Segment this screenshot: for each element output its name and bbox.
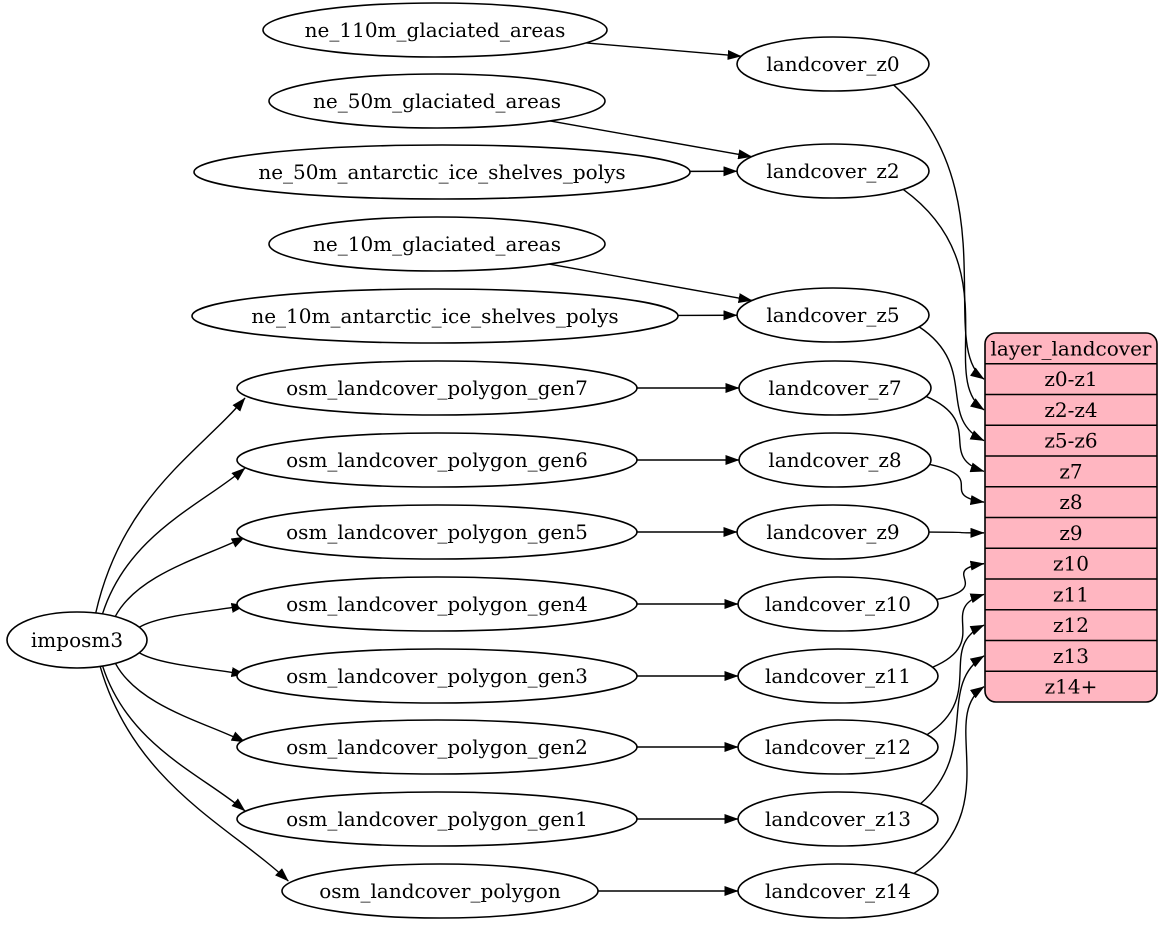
- edge-imposm3-to-osm_landcover_polygon_gen2: [115, 663, 245, 742]
- table-row-label: z5-z6: [1044, 429, 1097, 453]
- node-label: osm_landcover_polygon_gen2: [286, 735, 588, 759]
- node-osm_landcover_polygon_gen1: osm_landcover_polygon_gen1: [237, 792, 637, 846]
- node-label: osm_landcover_polygon_gen5: [286, 520, 588, 544]
- node-landcover_z5: landcover_z5: [737, 288, 929, 342]
- edge-imposm3-to-osm_landcover_polygon_gen7: [96, 398, 245, 613]
- edge-imposm3-to-osm_landcover_polygon_gen6: [102, 468, 245, 614]
- node-label: imposm3: [31, 628, 123, 652]
- node-label: landcover_z10: [765, 592, 911, 616]
- node-label: landcover_z11: [765, 664, 911, 688]
- node-label: landcover_z5: [766, 303, 899, 327]
- node-label: landcover_z12: [765, 735, 911, 759]
- node-ne_50m_antarctic_ice_shelves_polys: ne_50m_antarctic_ice_shelves_polys: [194, 145, 690, 199]
- table-layer_landcover: layer_landcover z0-z1 z2-z4 z5-z6 z7 z8 z9 z10 z…: [985, 333, 1157, 702]
- edge-landcover_z10-to-row-z10: [937, 564, 984, 600]
- table-row-label: z10: [1053, 552, 1089, 576]
- node-label: osm_landcover_polygon: [319, 879, 561, 903]
- edge-imposm3-to-osm_landcover_polygon_gen3: [139, 653, 245, 675]
- node-label: landcover_z8: [768, 448, 901, 472]
- edge-imposm3-to-osm_landcover_polygon: [100, 666, 288, 881]
- edge-landcover_z11-to-row-z11: [933, 594, 984, 667]
- node-imposm3: imposm3: [7, 612, 147, 668]
- node-landcover_z2: landcover_z2: [737, 144, 929, 198]
- node-landcover_z12: landcover_z12: [738, 720, 938, 774]
- node-osm_landcover_polygon_gen4: osm_landcover_polygon_gen4: [237, 577, 637, 631]
- edge-imposm3-to-osm_landcover_polygon_gen5: [115, 537, 245, 617]
- node-label: ne_10m_antarctic_ice_shelves_polys: [251, 304, 618, 328]
- node-ne_10m_glaciated_areas: ne_10m_glaciated_areas: [269, 217, 605, 271]
- node-osm_landcover_polygon_gen6: osm_landcover_polygon_gen6: [237, 433, 637, 487]
- table-row-label: z0-z1: [1044, 367, 1097, 391]
- edge-landcover_z9-to-row-z9: [929, 532, 984, 533]
- node-landcover_z14: landcover_z14: [738, 864, 938, 918]
- table-row-label: z8: [1059, 490, 1082, 514]
- node-label: ne_50m_glaciated_areas: [313, 89, 561, 113]
- edge-imposm3-to-osm_landcover_polygon_gen4: [139, 606, 245, 628]
- node-landcover_z11: landcover_z11: [738, 649, 938, 703]
- node-landcover_z8: landcover_z8: [739, 433, 931, 487]
- node-landcover_z9: landcover_z9: [737, 505, 929, 559]
- node-label: osm_landcover_polygon_gen6: [286, 448, 588, 472]
- edge-imposm3-to-osm_landcover_polygon_gen1: [103, 666, 245, 811]
- node-landcover_z7: landcover_z7: [739, 361, 931, 415]
- table-title: layer_landcover: [991, 336, 1152, 360]
- table-row-label: z14+: [1045, 675, 1098, 699]
- node-osm_landcover_polygon_gen3: osm_landcover_polygon_gen3: [237, 649, 637, 703]
- table-row-label: z2-z4: [1044, 398, 1097, 422]
- node-landcover_z10: landcover_z10: [738, 577, 938, 631]
- node-label: osm_landcover_polygon_gen1: [286, 807, 588, 831]
- table-row-label: z9: [1059, 521, 1082, 545]
- node-label: landcover_z9: [766, 520, 899, 544]
- node-label: osm_landcover_polygon_gen4: [286, 592, 588, 616]
- node-osm_landcover_polygon_gen2: osm_landcover_polygon_gen2: [237, 720, 637, 774]
- node-label: landcover_z7: [768, 376, 901, 400]
- node-label: landcover_z14: [765, 879, 911, 903]
- node-label: osm_landcover_polygon_gen3: [286, 664, 588, 688]
- node-label: landcover_z2: [766, 159, 899, 183]
- node-label: landcover_z0: [766, 52, 899, 76]
- node-osm_landcover_polygon_gen5: osm_landcover_polygon_gen5: [237, 505, 637, 559]
- table-row-label: z12: [1053, 613, 1089, 637]
- node-ne_10m_antarctic_ice_shelves_polys: ne_10m_antarctic_ice_shelves_polys: [192, 289, 678, 343]
- node-landcover_z0: landcover_z0: [737, 37, 929, 91]
- table-row-label: z7: [1059, 459, 1082, 483]
- table-row-label: z13: [1053, 644, 1089, 668]
- node-osm_landcover_polygon: osm_landcover_polygon: [282, 864, 598, 918]
- node-ne_50m_glaciated_areas: ne_50m_glaciated_areas: [269, 74, 605, 128]
- table-row-label: z11: [1053, 582, 1089, 606]
- node-label: landcover_z13: [765, 807, 911, 831]
- node-ne_110m_glaciated_areas: ne_110m_glaciated_areas: [263, 3, 607, 57]
- node-label: ne_10m_glaciated_areas: [313, 232, 561, 256]
- node-osm_landcover_polygon_gen7: osm_landcover_polygon_gen7: [237, 361, 637, 415]
- edge-landcover_z0-to-row-z0-z1: [894, 85, 984, 379]
- edge-landcover_z7-to-row-z7: [926, 396, 984, 471]
- edge-ne_110m_glaciated_areas-to-landcover_z0: [586, 43, 741, 56]
- edge-landcover_z8-to-row-z8: [930, 464, 984, 502]
- node-label: ne_50m_antarctic_ice_shelves_polys: [258, 160, 625, 184]
- node-landcover_z13: landcover_z13: [738, 792, 938, 846]
- node-label: ne_110m_glaciated_areas: [305, 18, 566, 42]
- node-label: osm_landcover_polygon_gen7: [286, 376, 588, 400]
